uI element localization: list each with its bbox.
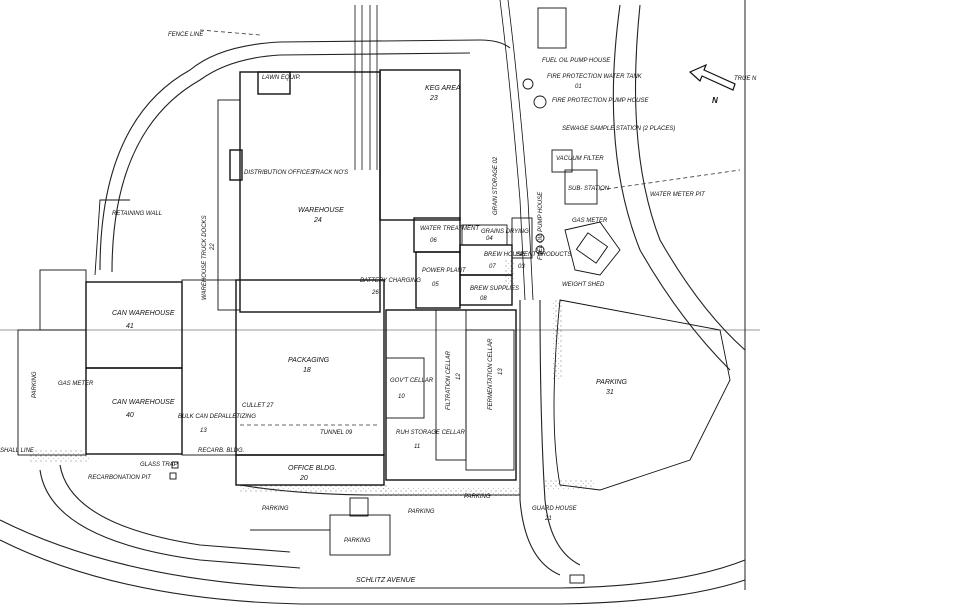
parking-d-label: PARKING [344,538,371,544]
fence-east [599,169,741,191]
schlitz-avenue-label: SCHLITZ AVENUE [356,577,416,584]
office-bldg-label: OFFICE BLDG. [288,465,337,472]
recarbonation-pit-label: RECARBONATION PIT [88,475,152,481]
grain-storage-label: GRAIN STORAGE 02 [493,156,499,215]
fence-north [199,29,261,36]
gas-meter-right-label: GAS METER [572,218,608,224]
battery-charging-num: 26 [371,290,379,296]
office-bldg-num: 20 [299,475,308,482]
can-warehouse-40-num: 40 [126,412,134,419]
track-nos-label: TRACK NO'S [312,170,348,176]
battery-charging-label: BATTERY CHARGING [360,278,421,284]
tunnel-label: TUNNEL 09 [320,430,353,436]
water-meter-pit-label: WATER METER PIT [650,192,706,198]
can-warehouse-40-label: CAN WAREHOUSE [112,399,175,406]
parking-31-label: PARKING [596,379,628,386]
brew-supplies-label: BREW SUPPLIES [470,286,519,292]
fuel-oil-house-label: FUEL OIL PUMP HOUSE [538,191,544,260]
cullet-label: CULLET 27 [242,403,274,409]
fire-tank-num: 01 [575,84,582,90]
parking-31-num: 31 [606,389,614,396]
keg-area-num: 23 [429,95,438,102]
parking-b-label: PARKING [408,509,435,515]
fermentation-cellar-num: 13 [498,368,504,375]
can-warehouse-41-num: 41 [126,323,134,330]
weight-shed-label: WEIGHT SHED [562,282,605,288]
brew-house-label: BREW HOUSE [484,252,526,258]
fermentation-cellar-label: FERMENTATION CELLAR [488,338,494,410]
warehouse-truck-docks-num: 22 [210,243,216,251]
north-arrow: TRUE N N [688,63,757,105]
labels: FENCE LINE LAWN EQUIP. KEG AREA 23 FUEL … [0,32,706,584]
shall-line-label: SHALL LINE [0,448,35,454]
substation-label: SUB- STATION [568,186,610,192]
parking-a-label: PARKING [262,506,289,512]
retaining-wall [94,199,130,276]
bulk-can-num: 13 [200,428,207,434]
gas-meter-left-label: GAS METER [58,381,94,387]
spent-products-label: SPENT PRODUCTS [516,252,571,258]
stipple-areas [30,260,595,496]
fire-tank-label: FIRE PROTECTION WATER TANK [547,74,643,80]
buildings [17,5,621,584]
guard-house-label: GUARD HOUSE [532,506,578,512]
spent-products-num: 03 [518,264,525,270]
retaining-wall-label: RETAINING WALL [112,211,162,217]
power-plant-num: 05 [432,282,439,288]
lawn-equip-label: LAWN EQUIP. [262,75,300,81]
distribution-offices-label: DISTRIBUTION OFFICES [244,170,314,176]
fire-pump-label: FIRE PROTECTION PUMP HOUSE [552,98,649,104]
run-storage-num: 11 [414,444,420,450]
parking-31-lot [553,299,731,491]
fuel-oil-pump-label: FUEL OIL PUMP HOUSE [542,58,611,64]
packaging-label: PACKAGING [288,357,330,364]
sewage-label: SEWAGE SAMPLE STATION (2 PLACES) [562,126,675,132]
bulk-can-label: BULK CAN DEPALLETIZING [178,414,256,420]
north-arrow-label: TRUE N [734,76,757,82]
roads [0,0,746,605]
warehouse-label: WAREHOUSE [298,207,344,214]
parking-c-label: PARKING [464,494,491,500]
packaging-num: 18 [303,367,311,374]
warehouse-num: 24 [313,217,322,224]
govt-cellar-label: GOV'T CELLAR [390,378,434,384]
brew-house-num: 07 [489,264,496,270]
north-glyph: N [712,96,718,105]
filtration-cellar-num: 12 [456,373,462,380]
filtration-cellar-label: FILTRATION CELLAR [446,350,452,410]
keg-area-label: KEG AREA [425,85,461,92]
power-plant-label: POWER PLANT [422,268,467,274]
can-warehouse-41-label: CAN WAREHOUSE [112,310,175,317]
brew-supplies-num: 08 [480,296,487,302]
warehouse-truck-docks-label: WAREHOUSE TRUCK DOCKS [202,215,208,300]
grains-drying-label: GRAINS DRYING [481,229,529,235]
glass-trap-label: GLASS TRAP [140,462,178,468]
recarb-bldg-label: RECARB. BLDG. [198,448,244,454]
fence-line-label: FENCE LINE [168,32,204,38]
guard-house-num: 21 [544,516,552,522]
vacuum-filter-label: VACUUM FILTER [556,156,604,162]
water-treatment-label: WATER TREATMENT [420,226,480,232]
parking-left-label: PARKING [32,371,38,398]
run-storage-label: RUH STORAGE CELLAR [396,430,466,436]
water-treatment-num: 06 [430,238,437,244]
grains-drying-num: 04 [486,236,493,242]
govt-cellar-num: 10 [398,394,405,400]
